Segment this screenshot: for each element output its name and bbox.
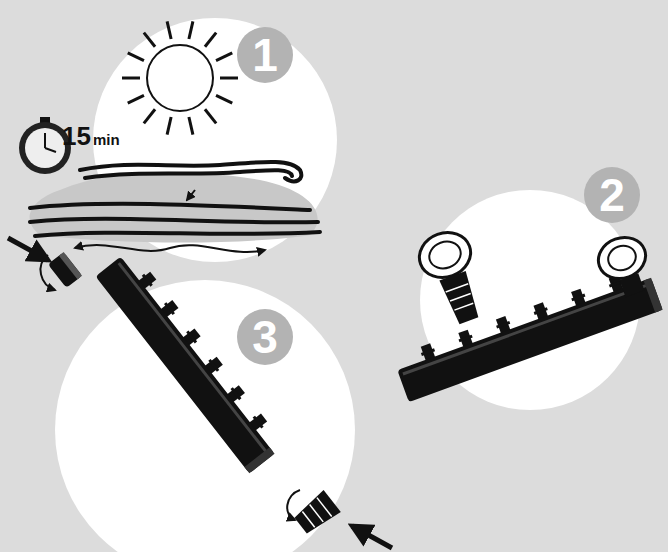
manifold xyxy=(393,265,663,402)
ring-connector xyxy=(413,225,658,329)
callout-number: 2 xyxy=(599,172,625,218)
manifold xyxy=(95,248,285,473)
callout-number: 1 xyxy=(252,32,278,78)
sun-icon xyxy=(122,21,238,134)
time-unit: min xyxy=(93,132,120,147)
callout-number: 3 xyxy=(252,314,278,360)
time-value: 15 xyxy=(62,123,91,149)
cap-and-plug xyxy=(41,252,341,537)
hose xyxy=(30,162,320,236)
